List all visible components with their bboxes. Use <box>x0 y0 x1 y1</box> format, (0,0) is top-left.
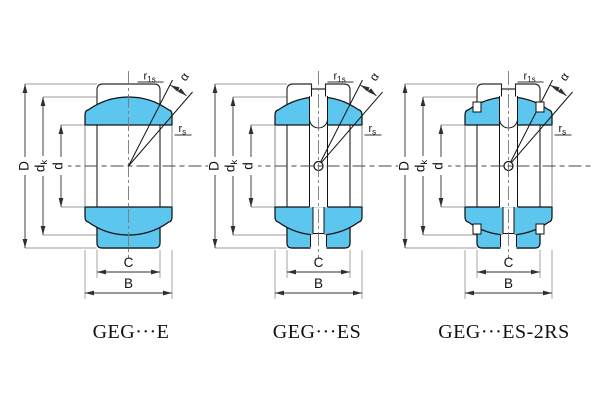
label-backing <box>415 156 431 176</box>
label-outer-ring-width-C: C <box>504 255 514 270</box>
label-chamfer-rs: rs <box>559 123 567 137</box>
tilt-angle-line <box>510 79 553 163</box>
dimension-arrow <box>557 88 567 96</box>
dimension-arrow <box>170 85 180 92</box>
dimension-arrow <box>477 269 486 275</box>
dimension-arrow <box>402 84 408 93</box>
seal-bottom-left <box>472 223 482 235</box>
label-bore-diameter-d: d <box>241 162 256 170</box>
diagram-caption-es-2rs: GEG···ES-2RS <box>438 321 570 343</box>
label-backing <box>54 157 68 175</box>
diagram-caption-e: GEG···E <box>92 321 170 343</box>
dimension-arrow <box>230 226 236 235</box>
dimension-arrow <box>341 269 350 275</box>
label-chamfer-r1s: r1s <box>334 71 346 85</box>
dimension-arrow <box>151 269 160 275</box>
label-chamfer-r1s: r1s <box>524 71 536 85</box>
dimension-arrow <box>248 198 254 207</box>
dimension-arrow <box>22 239 28 248</box>
tilt-angle-line <box>128 91 193 167</box>
dimension-arrow <box>40 97 46 106</box>
label-bore-diameter-d: d <box>431 162 446 170</box>
label-backing <box>244 157 258 175</box>
dimension-arrow <box>22 84 28 93</box>
label-outer-diameter-D: D <box>17 161 32 171</box>
dimension-arrow <box>360 85 370 92</box>
dimension-arrow <box>402 239 408 248</box>
label-backing <box>18 157 32 175</box>
label-tilt-angle-alpha: α <box>176 70 191 84</box>
label-bore-diameter-d: d <box>51 162 66 170</box>
label-sphere-diameter-dk: dk <box>223 160 241 173</box>
dimension-arrow <box>177 88 187 96</box>
label-chamfer-rs: rs <box>369 123 377 137</box>
tilt-angle-line <box>321 91 383 163</box>
label-inner-ring-width-B: B <box>124 276 133 291</box>
label-sphere-diameter-dk: dk <box>413 160 431 173</box>
dimension-arrow <box>420 226 426 235</box>
label-outer-diameter-D: D <box>397 161 412 171</box>
dimension-arrow <box>353 290 362 296</box>
seal-bottom-right <box>535 223 545 235</box>
dimension-arrow <box>287 269 296 275</box>
label-tilt-angle-alpha: α <box>366 70 381 84</box>
dimension-arrow <box>85 290 94 296</box>
dimension-arrow <box>230 97 236 106</box>
label-backing <box>35 156 51 176</box>
label-outer-diameter-D: D <box>207 161 222 171</box>
label-backing <box>225 156 241 176</box>
label-chamfer-rs: rs <box>179 123 187 137</box>
dimension-arrow <box>438 125 444 134</box>
label-outer-ring-width-C: C <box>314 255 324 270</box>
dimension-arrow <box>40 226 46 235</box>
diagram-caption-es: GEG···ES <box>272 321 362 343</box>
label-tilt-angle-alpha: α <box>556 70 571 84</box>
label-backing <box>434 157 448 175</box>
label-backing <box>398 157 412 175</box>
dimension-arrow <box>163 290 172 296</box>
label-chamfer-r1s: r1s <box>144 71 156 85</box>
dimension-arrow <box>212 239 218 248</box>
label-inner-ring-width-B: B <box>314 276 323 291</box>
dimension-arrow <box>543 290 552 296</box>
dimension-arrow <box>212 84 218 93</box>
label-outer-ring-width-C: C <box>124 255 134 270</box>
dimension-arrow <box>58 198 64 207</box>
dimension-arrow <box>275 290 284 296</box>
label-backing <box>208 157 222 175</box>
tilt-angle-line <box>320 79 363 163</box>
dimension-arrow <box>438 198 444 207</box>
dimension-arrow <box>420 97 426 106</box>
dimension-arrow <box>367 88 377 96</box>
label-sphere-diameter-dk: dk <box>33 160 51 173</box>
tilt-angle-line <box>511 91 573 163</box>
dimension-arrow <box>550 85 560 92</box>
dimension-arrow <box>465 290 474 296</box>
dimension-arrow <box>97 269 106 275</box>
seal-top-left <box>472 101 482 113</box>
tilt-angle-line <box>128 79 173 167</box>
dimension-arrow <box>531 269 540 275</box>
dimension-arrow <box>248 125 254 134</box>
label-inner-ring-width-B: B <box>504 276 513 291</box>
seal-top-right <box>535 101 545 113</box>
dimension-arrow <box>58 125 64 134</box>
